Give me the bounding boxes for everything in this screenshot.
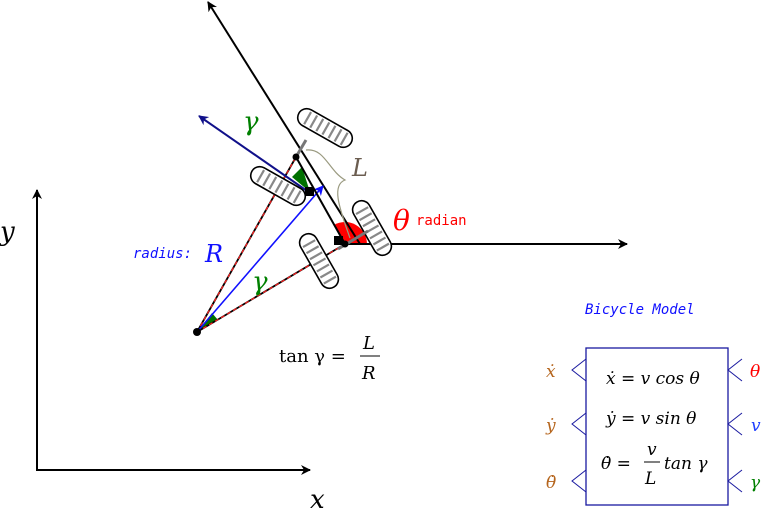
output-y-label: ẏ: [545, 416, 556, 436]
output-port-theta: [571, 469, 587, 493]
input-port-theta: [727, 358, 743, 382]
tan-formula-lhs: tan γ =: [279, 346, 346, 367]
model-eq-x: ẋ = v cos θ: [606, 369, 700, 389]
model-eq-theta-rhs: tan γ: [664, 454, 708, 474]
radius-arrow: [196, 185, 324, 333]
front-axle-to-center: [295, 156, 346, 245]
gamma-icr-label: γ: [252, 267, 268, 297]
wheelbase-label: L: [351, 154, 368, 182]
tan-formula-numerator: L: [362, 333, 375, 354]
wheelbase-brace: [305, 149, 351, 239]
model-block: [585, 347, 729, 506]
tan-formula-denominator: R: [361, 363, 376, 384]
input-theta-label: θ: [750, 362, 760, 382]
output-port-x: [571, 358, 587, 382]
velocity-arrow: [198, 115, 311, 194]
rear-axle-point: [341, 240, 349, 248]
model-eq-theta-den: L: [644, 469, 656, 489]
output-theta-label: θ̇: [546, 473, 556, 493]
gamma-front-label: γ: [243, 107, 259, 137]
icr-front-dash: [196, 156, 297, 333]
output-port-y: [571, 412, 587, 436]
theta-unit-label: radian: [416, 213, 467, 229]
gamma-icr-wedge: [197, 313, 218, 332]
model-title: Bicycle Model: [585, 302, 695, 318]
radius-label: R: [204, 240, 223, 268]
front-axle-point: [292, 153, 300, 161]
input-port-gamma: [727, 469, 743, 493]
input-gamma-label: γ: [750, 473, 761, 493]
icr-point: [193, 328, 201, 336]
model-eq-theta-lhs: θ̇ =: [601, 454, 631, 474]
heading-arrow: [207, 1, 361, 245]
input-v-label: v: [751, 416, 761, 436]
gamma-front-wedge: [292, 167, 310, 192]
y-axis-label: y: [0, 217, 15, 247]
front-center-marker: [305, 187, 314, 196]
model-eq-theta-num: v: [647, 440, 657, 460]
radius-prefix-label: radius:: [133, 246, 192, 262]
input-port-v: [727, 412, 743, 436]
rear-center-marker: [334, 236, 343, 245]
theta-label: θ: [393, 204, 410, 237]
x-axis-label: x: [310, 485, 325, 511]
model-eq-y: ẏ = v sin θ: [605, 409, 696, 429]
output-x-label: ẋ: [546, 362, 556, 382]
